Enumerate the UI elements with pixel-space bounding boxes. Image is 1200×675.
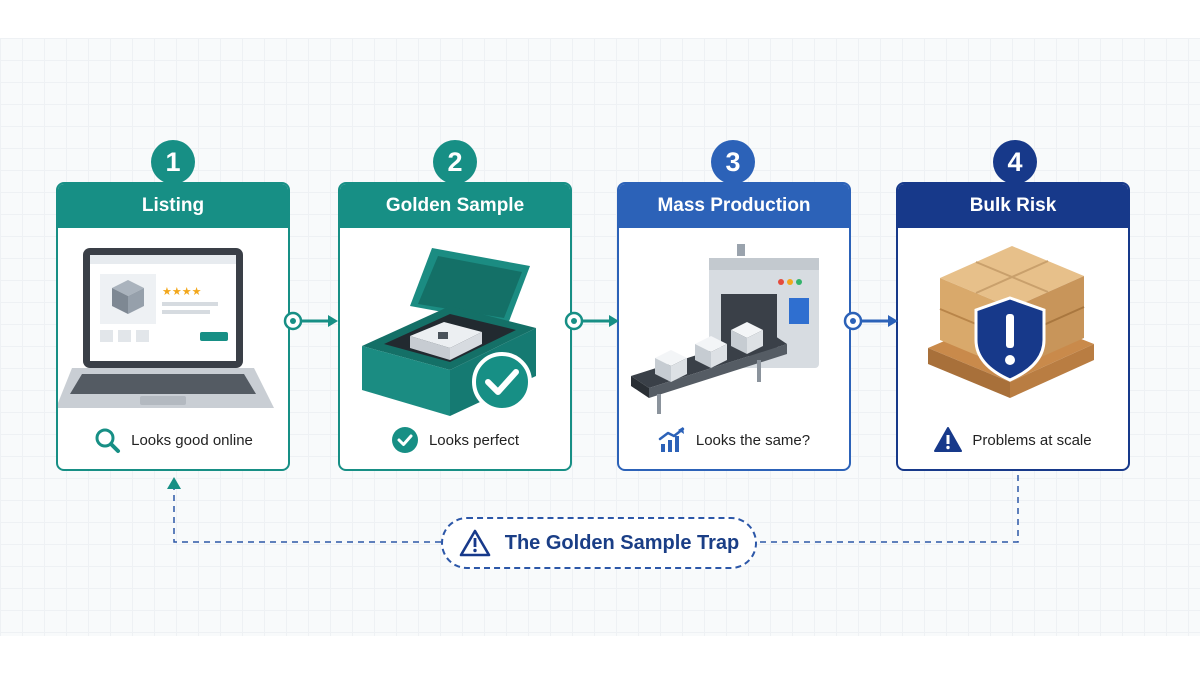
step-2-card: Golden Sample Looks perfect [338, 182, 572, 471]
connector-1-2 [283, 311, 338, 331]
sample-box-illustration [362, 248, 536, 416]
step-1-badge: 1 [151, 140, 195, 184]
check-circle-icon [391, 427, 418, 453]
step-4-caption: Problems at scale [972, 431, 1092, 449]
step-2-title: Golden Sample [340, 184, 570, 228]
chart-up-icon [658, 427, 685, 452]
svg-text:★★★★: ★★★★ [162, 285, 202, 298]
step-4-footer: Problems at scale [898, 425, 1128, 455]
step-1-caption: Looks good online [131, 431, 253, 449]
step-2-caption: Looks perfect [428, 431, 520, 449]
warning-triangle-icon [459, 529, 491, 557]
production-line-illustration [631, 244, 819, 414]
trap-text: The Golden Sample Trap [504, 531, 740, 554]
golden-sample-trap-label: The Golden Sample Trap [441, 517, 757, 569]
step-4-card: Bulk Risk Problems at scale [896, 182, 1130, 471]
step-4-badge: 4 [993, 140, 1037, 184]
warning-triangle-icon [934, 427, 963, 452]
connector-3-4 [843, 311, 898, 331]
connector-2-3 [564, 311, 619, 331]
search-icon [95, 428, 121, 453]
step-3-card: Mass Production Looks the same? [617, 182, 851, 471]
step-3-footer: Looks the same? [619, 425, 849, 455]
step-1-title: Listing [58, 184, 288, 228]
step-2-footer: Looks perfect [340, 425, 570, 455]
step-2-badge: 2 [433, 140, 477, 184]
step-1-footer: Looks good online [58, 425, 288, 455]
step-3-caption: Looks the same? [695, 431, 811, 449]
step-3-badge: 3 [711, 140, 755, 184]
step-1-card: Listing ★★★★ Looks good online [56, 182, 290, 471]
pallet-boxes-illustration [928, 246, 1094, 398]
step-4-title: Bulk Risk [898, 184, 1128, 228]
laptop-listing-illustration: ★★★★ [58, 248, 274, 408]
step-3-title: Mass Production [619, 184, 849, 228]
